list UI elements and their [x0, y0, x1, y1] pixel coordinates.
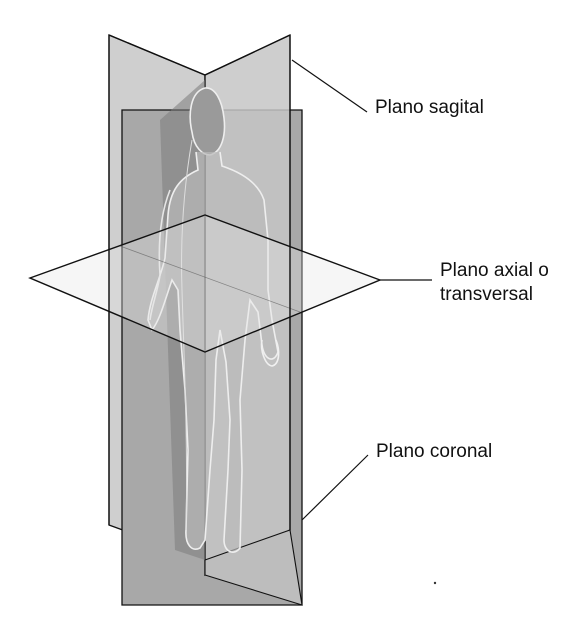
sagittal-leader-line — [292, 60, 367, 112]
coronal-leader-line — [302, 455, 368, 520]
sagittal-plane-label-text: Plano sagital — [375, 96, 484, 120]
axial-plane-label: Plano axial o transversal — [440, 259, 549, 307]
sagittal-plane-label: Plano sagital — [375, 96, 484, 120]
coronal-plane-label-text: Plano coronal — [376, 440, 492, 464]
axial-plane-label-line1: Plano axial o — [440, 259, 549, 283]
axial-plane-label-line2: transversal — [440, 283, 549, 307]
coronal-plane-label: Plano coronal — [376, 440, 492, 464]
stray-mark — [434, 582, 436, 584]
